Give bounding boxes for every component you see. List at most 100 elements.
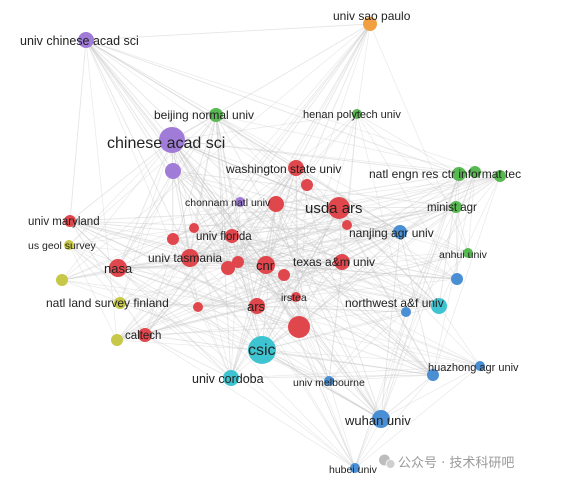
node-u6[interactable] bbox=[232, 256, 244, 268]
edge-242 bbox=[265, 264, 300, 328]
node-u14[interactable] bbox=[56, 274, 68, 286]
edge-66 bbox=[68, 139, 173, 246]
node-u8[interactable] bbox=[193, 302, 203, 312]
edge-300 bbox=[230, 365, 481, 379]
edge-54 bbox=[119, 113, 358, 304]
node-beijing-normal-univ[interactable] bbox=[209, 108, 223, 122]
edge-105 bbox=[456, 173, 460, 280]
edge-16 bbox=[85, 39, 297, 169]
edge-303 bbox=[354, 365, 481, 469]
node-u13[interactable] bbox=[165, 163, 181, 179]
node-caltech[interactable] bbox=[138, 328, 152, 342]
edge-286 bbox=[144, 227, 195, 336]
edge-288 bbox=[261, 349, 481, 367]
node-u11[interactable] bbox=[469, 166, 481, 178]
edge-176 bbox=[399, 231, 440, 307]
node-minist-agr[interactable] bbox=[450, 201, 462, 213]
node-u2[interactable] bbox=[268, 196, 284, 212]
edge-60 bbox=[356, 113, 458, 280]
edge-23 bbox=[85, 39, 300, 328]
edge-15 bbox=[85, 39, 173, 141]
edge-261 bbox=[256, 305, 481, 367]
edge-255 bbox=[119, 302, 263, 351]
edge-125 bbox=[338, 207, 440, 307]
edge-79 bbox=[171, 139, 195, 229]
node-washington-state-univ[interactable] bbox=[288, 160, 304, 176]
edge-208 bbox=[189, 257, 263, 351]
edge-112 bbox=[144, 201, 241, 336]
edge-39 bbox=[144, 114, 217, 336]
node-anhui-univ[interactable] bbox=[463, 248, 473, 258]
node-univ-cordoba[interactable] bbox=[223, 370, 239, 386]
edge-279 bbox=[197, 305, 440, 308]
edge-287 bbox=[144, 334, 434, 376]
node-u7[interactable] bbox=[278, 269, 290, 281]
label-chinese-acad-sci: chinese acad sci bbox=[107, 135, 225, 152]
edge-282 bbox=[116, 305, 440, 341]
edge-181 bbox=[227, 231, 401, 269]
node-univ-chinese-acad-sci[interactable] bbox=[78, 32, 94, 48]
edge-133 bbox=[338, 171, 476, 209]
node-u17[interactable] bbox=[427, 369, 439, 381]
node-univ-maryland[interactable] bbox=[64, 215, 76, 227]
node-univ-tasmania[interactable] bbox=[181, 249, 199, 267]
node-nanjing-agr-univ[interactable] bbox=[393, 225, 407, 239]
edge-10 bbox=[283, 23, 371, 276]
wechat-logo-icon bbox=[379, 454, 396, 469]
edge-243 bbox=[265, 203, 277, 266]
edge-195 bbox=[68, 227, 195, 246]
node-natl-land-survey-finland[interactable] bbox=[114, 297, 126, 309]
edge-221 bbox=[261, 261, 343, 351]
node-u3[interactable] bbox=[221, 261, 235, 275]
node-chonnam-natl-univ[interactable] bbox=[235, 197, 245, 207]
node-ars[interactable] bbox=[249, 298, 265, 314]
node-wuhan-univ[interactable] bbox=[372, 410, 390, 428]
node-u16[interactable] bbox=[451, 273, 463, 285]
edge-2 bbox=[171, 23, 371, 141]
edge-252 bbox=[197, 296, 297, 308]
node-usda-ars[interactable] bbox=[328, 197, 350, 219]
edge-184 bbox=[399, 175, 501, 233]
node-natl-engn-res-ctr-informat-tec[interactable] bbox=[452, 167, 466, 181]
label-univ-melbourne: univ melbourne bbox=[293, 377, 365, 389]
node-irstea[interactable] bbox=[291, 292, 301, 302]
edge-145 bbox=[172, 206, 457, 240]
edge-345 bbox=[116, 203, 277, 341]
edge-57 bbox=[275, 113, 358, 205]
label-caltech: caltech bbox=[125, 330, 161, 342]
edge-98 bbox=[237, 167, 297, 263]
edge-231 bbox=[117, 267, 356, 469]
edge-262 bbox=[230, 305, 258, 379]
node-u4[interactable] bbox=[167, 233, 179, 245]
node-u10[interactable] bbox=[342, 220, 352, 230]
node-univ-florida[interactable] bbox=[225, 229, 239, 243]
node-northwest-af-univ[interactable] bbox=[431, 298, 447, 314]
edge-377 bbox=[172, 170, 434, 376]
node-u5[interactable] bbox=[301, 179, 313, 191]
edge-47 bbox=[215, 114, 476, 173]
node-chinese-acad-sci[interactable] bbox=[159, 127, 185, 153]
node-u15[interactable] bbox=[111, 334, 123, 346]
node-csic[interactable] bbox=[248, 336, 276, 364]
edge-157 bbox=[69, 220, 232, 379]
node-u18[interactable] bbox=[401, 307, 411, 317]
node-henan-polytech-univ[interactable] bbox=[352, 109, 362, 119]
node-u1[interactable] bbox=[288, 316, 310, 338]
node-texas-am-univ[interactable] bbox=[334, 254, 350, 270]
node-nasa[interactable] bbox=[109, 259, 127, 277]
node-huazhong-agr-univ[interactable] bbox=[475, 361, 485, 371]
edge-234 bbox=[117, 261, 239, 269]
node-cnr[interactable] bbox=[257, 256, 275, 274]
node-hubei-univ[interactable] bbox=[350, 463, 360, 473]
edge-329 bbox=[172, 170, 382, 420]
node-u9[interactable] bbox=[189, 223, 199, 233]
edge-192 bbox=[68, 244, 356, 469]
edge-158 bbox=[69, 220, 330, 382]
node-u12[interactable] bbox=[494, 170, 506, 182]
node-univ-sao-paulo[interactable] bbox=[363, 17, 377, 31]
edge-128 bbox=[227, 207, 340, 269]
node-us-geol-survey[interactable] bbox=[64, 240, 74, 250]
edge-90 bbox=[256, 167, 297, 307]
node-univ-melbourne[interactable] bbox=[324, 376, 334, 386]
edge-240 bbox=[230, 264, 267, 379]
